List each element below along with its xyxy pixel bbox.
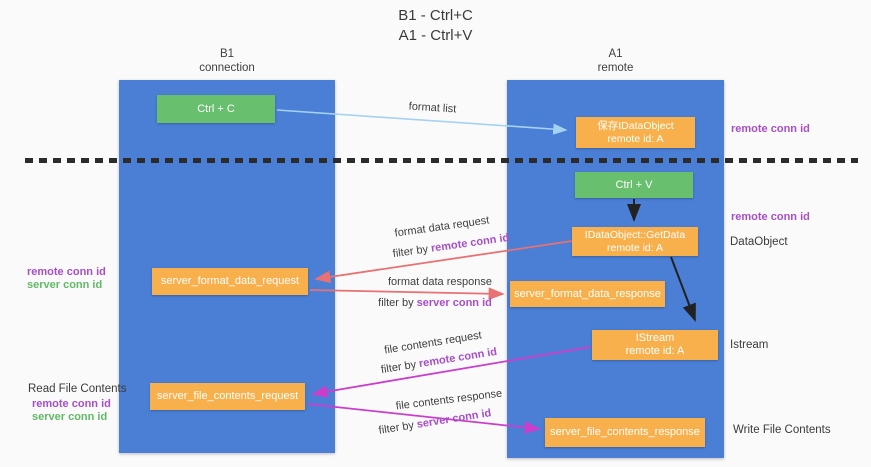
lane-header-b1: B1 connection <box>119 47 335 75</box>
server-conn-id-text: server conn id <box>416 297 492 309</box>
node-ctrl-c: Ctrl + C <box>157 95 275 123</box>
node-format-request-label: server_format_data_request <box>160 275 300 287</box>
node-ctrl-c-label: Ctrl + C <box>197 102 235 115</box>
node-ctrl-v: Ctrl + V <box>575 172 693 198</box>
node-server-file-contents-response: server_file_contents_response <box>545 418 705 447</box>
label-remote-conn-id-left: remote conn id <box>27 266 106 278</box>
label-conn-ids-left-bottom: remote conn id server conn id <box>32 398 111 424</box>
label-dataobject: DataObject <box>730 236 788 248</box>
lane-header-a1: A1 remote <box>507 47 724 75</box>
phase-separator-dashed-line <box>25 158 858 163</box>
node-file-response-label: server_file_contents_response <box>550 426 700 438</box>
label-write-file-contents: Write File Contents <box>733 424 831 436</box>
lane-b1-name: B1 <box>219 48 235 60</box>
label-istream: Istream <box>730 339 769 351</box>
title-line-1: B1 - Ctrl+C <box>398 7 473 24</box>
label-remote-conn-id-bottom: remote conn id <box>32 398 111 410</box>
node-ctrl-v-label: Ctrl + V <box>615 178 653 191</box>
node-format-response-label: server_format_data_response <box>514 287 661 300</box>
label-server-conn-id-bottom: server conn id <box>32 411 108 423</box>
format-data-response-text: format data response <box>388 276 492 288</box>
node-istream-line2: remote id: A <box>625 345 685 357</box>
node-getdata-line1: IDataObject::GetData <box>584 228 686 241</box>
label-remote-conn-id-top-right: remote conn id <box>731 123 810 135</box>
node-file-request-label: server_file_contents_request <box>156 390 299 402</box>
node-istream: IStream remote id: A <box>592 330 718 360</box>
filter-by-text: filter by <box>377 418 418 437</box>
lane-a1-name: A1 <box>608 48 623 60</box>
node-server-format-data-response: server_format_data_response <box>510 281 665 307</box>
lane-b1-role: connection <box>199 62 255 74</box>
label-read-file-contents: Read File Contents <box>28 383 127 395</box>
edge-label-format-list: format list <box>385 99 481 117</box>
node-idataobject-getdata: IDataObject::GetData remote id: A <box>572 227 698 256</box>
node-server-format-data-request: server_format_data_request <box>152 268 308 295</box>
label-conn-ids-left-mid: remote conn id server conn id <box>27 266 106 292</box>
node-save-idataobject-line2: remote id: A <box>607 132 664 145</box>
label-remote-conn-id-mid-right: remote conn id <box>731 211 810 223</box>
label-server-conn-id-left: server conn id <box>27 279 103 291</box>
node-getdata-line2: remote id: A <box>606 241 664 254</box>
node-server-file-contents-request: server_file_contents_request <box>150 383 305 410</box>
edge-label-filter-by-server-1: filter by server conn id <box>378 297 492 309</box>
title-line-2: A1 - Ctrl+V <box>398 27 473 44</box>
node-save-idataobject: 保存IDataObject remote id: A <box>576 117 695 148</box>
node-save-idataobject-line1: 保存IDataObject <box>597 119 674 132</box>
edge-label-format-data-response: format data response <box>388 276 492 288</box>
remote-conn-id-text: remote conn id <box>430 231 510 255</box>
filter-by-text: filter by <box>378 297 417 309</box>
format-list-text: format list <box>408 100 457 116</box>
filter-by-text: filter by <box>392 242 432 261</box>
node-istream-line1: IStream <box>635 332 675 344</box>
filter-by-text: filter by <box>380 358 421 377</box>
lane-a1-role: remote <box>597 62 634 74</box>
diagram-title: B1 - Ctrl+C A1 - Ctrl+V <box>0 6 871 46</box>
server-conn-id-text: server conn id <box>415 407 493 431</box>
arrow-format-data-response <box>309 287 505 301</box>
